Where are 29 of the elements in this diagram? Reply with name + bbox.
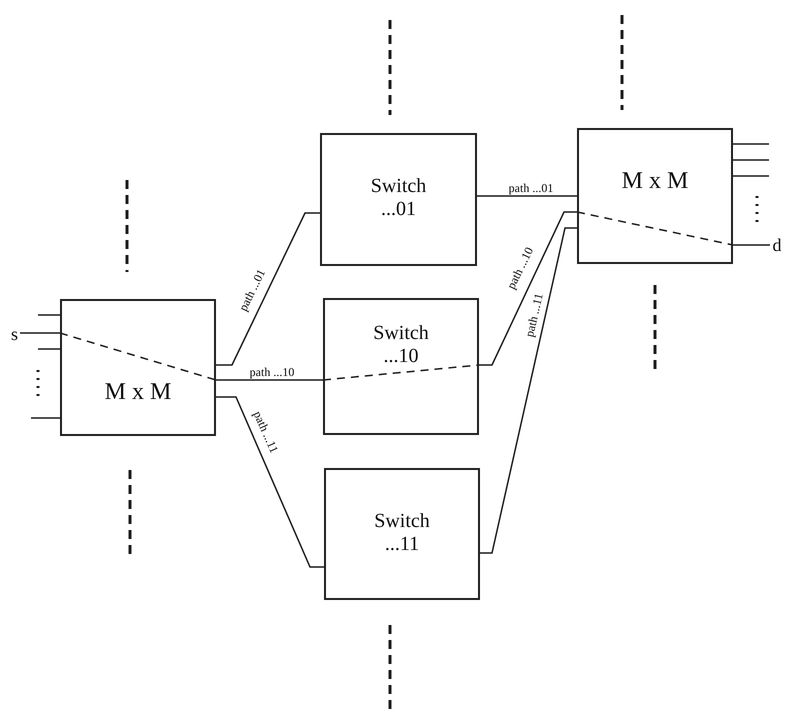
edge-label: path ...01 [508, 182, 554, 194]
switch-box [320, 133, 477, 266]
box-label: Switch ...01 [370, 175, 428, 221]
edge-label: path ...10 [248, 366, 296, 378]
box-label: Switch ...10 [372, 322, 430, 368]
connector-line [733, 244, 770, 246]
connector-line [216, 379, 323, 381]
connector-line [20, 332, 60, 334]
connector-line [733, 175, 769, 177]
connector-line [733, 143, 769, 145]
switch-box [577, 128, 733, 264]
connector-line [38, 348, 60, 350]
terminal-label: s [9, 325, 20, 343]
box-label: M x M [104, 379, 172, 407]
connector-line [216, 212, 320, 366]
box-label: Switch ...11 [373, 510, 431, 556]
connector-line [480, 227, 577, 554]
terminal-label: d [770, 236, 784, 254]
connector-line [733, 159, 769, 161]
switch-box [60, 299, 216, 436]
connector-line [31, 417, 60, 419]
switch-box [323, 298, 479, 435]
connector-line [479, 211, 577, 366]
connector-line [38, 314, 60, 316]
switch-box [324, 468, 480, 600]
edge-label: path ...11 [251, 408, 281, 456]
connector-line [477, 195, 577, 197]
connector-line [216, 396, 324, 568]
box-label: M x M [620, 168, 690, 196]
